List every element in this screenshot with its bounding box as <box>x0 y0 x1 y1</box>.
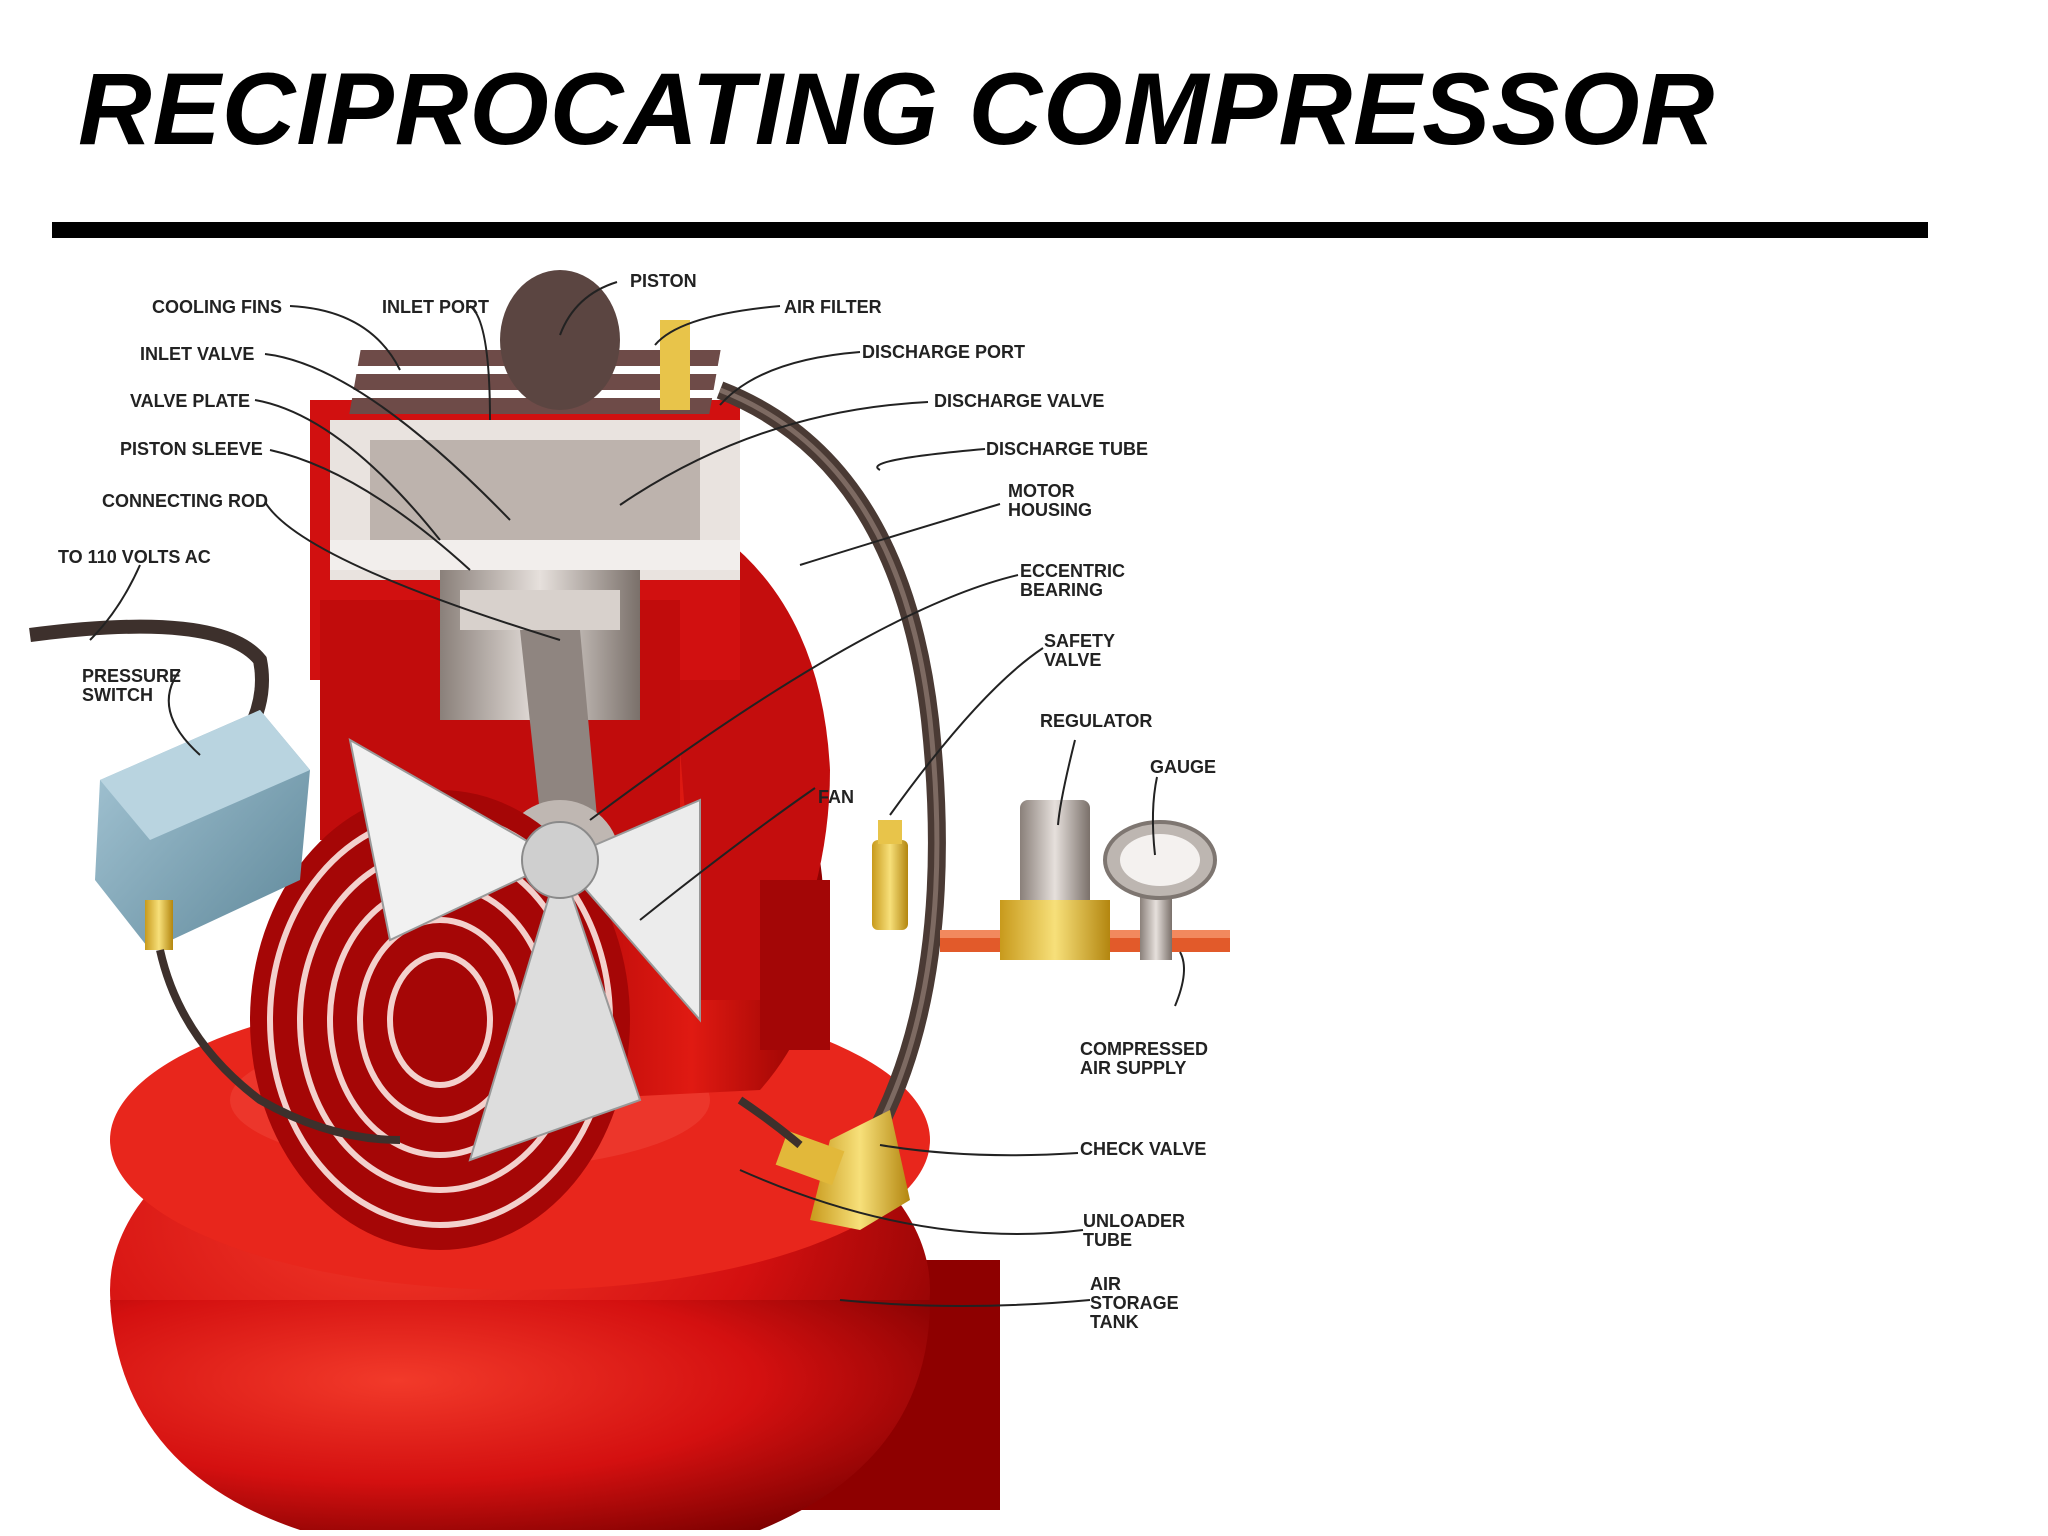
label-inlet-port: INLET PORT <box>382 297 489 317</box>
label-motor-housing: MOTOR HOUSING <box>1008 481 1093 520</box>
label-air-storage-tank: AIR STORAGE TANK <box>1090 1274 1179 1332</box>
label-fan: FAN <box>818 787 854 807</box>
compressor-body <box>310 270 740 920</box>
title-divider <box>52 222 1928 238</box>
label-piston-sleeve: PISTON SLEEVE <box>120 439 263 459</box>
leader-lines <box>89 281 1185 1307</box>
compressor-diagram <box>0 240 1240 1536</box>
label-to-110-volts-ac: TO 110 VOLTS AC <box>58 547 211 567</box>
safety-valve <box>872 820 908 930</box>
label-pressure-switch: PRESSURE SWITCH <box>82 666 182 705</box>
label-unloader-tube: UNLOADER TUBE <box>1083 1211 1185 1250</box>
label-regulator: REGULATOR <box>1040 711 1153 731</box>
label-piston: PISTON <box>630 271 697 291</box>
label-air-filter: AIR FILTER <box>784 297 882 317</box>
label-discharge-tube: DISCHARGE TUBE <box>986 439 1149 459</box>
gauge <box>1103 820 1217 960</box>
label-valve-plate: VALVE PLATE <box>130 391 251 411</box>
label-compressed-air-supply: COMPRESSED AIR SUPPLY <box>1080 1039 1209 1078</box>
slide-title: RECIPROCATING COMPRESSOR <box>78 52 1716 166</box>
regulator <box>1000 800 1110 960</box>
label-safety-valve: SAFETY VALVE <box>1044 631 1116 670</box>
check-valve <box>737 1096 910 1230</box>
discharge-tube <box>716 381 946 1165</box>
label-cooling-fins: COOLING FINS <box>152 297 282 317</box>
label-gauge: GAUGE <box>1150 757 1217 777</box>
label-connecting-rod: CONNECTING ROD <box>102 491 268 511</box>
label-check-valve: CHECK VALVE <box>1080 1139 1207 1159</box>
label-eccentric-bearing: ECCENTRIC BEARING <box>1020 561 1126 600</box>
label-discharge-valve: DISCHARGE VALVE <box>934 391 1105 411</box>
label-inlet-valve: INLET VALVE <box>140 344 255 364</box>
label-discharge-port: DISCHARGE PORT <box>862 342 1026 362</box>
pressure-switch <box>29 619 401 1144</box>
